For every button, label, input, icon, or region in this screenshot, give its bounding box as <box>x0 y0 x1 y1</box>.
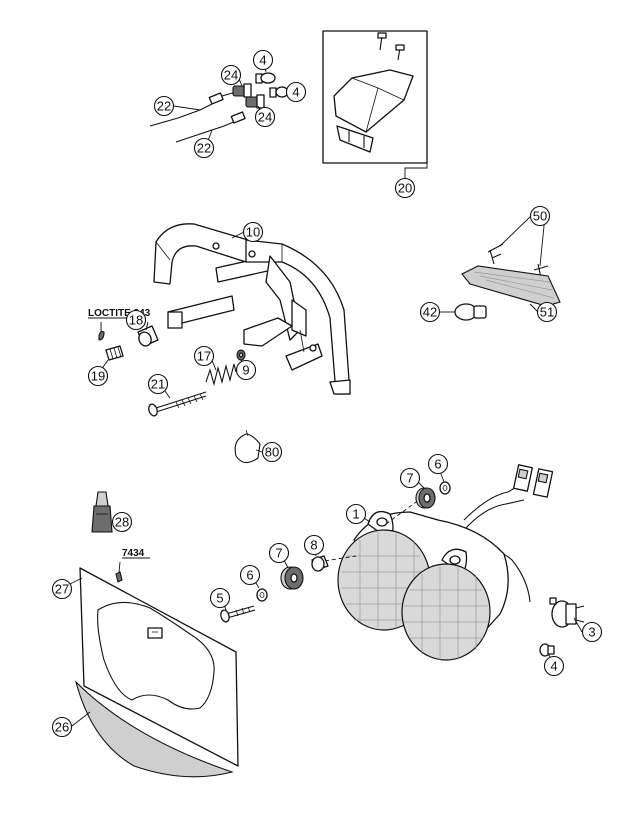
sub-frame-10 <box>153 223 351 395</box>
svg-text:17: 17 <box>197 349 211 364</box>
svg-text:50: 50 <box>533 209 547 224</box>
callout-c42: 42 <box>419 301 441 323</box>
callout-c9: 9 <box>235 359 257 381</box>
callout-c6b: 6 <box>239 564 261 586</box>
mount-hardware <box>98 325 261 464</box>
callout-c4c: 4 <box>543 655 565 677</box>
svg-text:7: 7 <box>406 471 413 486</box>
svg-text:26: 26 <box>55 720 69 735</box>
svg-text:10: 10 <box>246 225 260 240</box>
callout-c51: 51 <box>536 301 558 323</box>
bulb-4-lower <box>269 86 289 98</box>
plate-insert-26 <box>74 680 234 778</box>
socket-24-lower <box>245 94 265 109</box>
callout-c1: 1 <box>345 503 367 525</box>
callout-c4a: 4 <box>252 49 274 71</box>
callout-c17: 17 <box>193 345 215 367</box>
svg-text:24: 24 <box>258 110 272 125</box>
svg-text:22: 22 <box>157 99 171 114</box>
callout-c21: 21 <box>147 373 169 395</box>
callout-c4b: 4 <box>285 81 307 103</box>
bulb-socket-cable-group <box>149 72 289 143</box>
loctite-note: LOCTITE 243 <box>88 308 151 319</box>
svg-text:3: 3 <box>588 625 595 640</box>
grommet-set-upper <box>415 481 451 509</box>
svg-text:6: 6 <box>246 568 253 583</box>
svg-text:6: 6 <box>434 457 441 472</box>
callout-c3: 3 <box>581 621 603 643</box>
headlight-assembly-1 <box>317 464 554 661</box>
callout-c6a: 6 <box>427 453 449 475</box>
number-plate-27 <box>79 567 239 767</box>
callout-c22b: 22 <box>193 137 215 159</box>
part-code-note: 7434 <box>122 548 145 559</box>
svg-text:18: 18 <box>129 313 143 328</box>
svg-text:51: 51 <box>540 305 554 320</box>
svg-text:4: 4 <box>259 53 266 68</box>
svg-text:9: 9 <box>242 363 249 378</box>
loctite-bottle-28 <box>91 491 113 533</box>
svg-text:24: 24 <box>224 68 238 83</box>
small-bulb-4-lower <box>539 643 555 657</box>
socket-24-upper <box>232 83 252 98</box>
svg-text:28: 28 <box>115 515 129 530</box>
callout-c19: 19 <box>87 365 109 387</box>
callout-c24a: 24 <box>220 64 242 86</box>
svg-text:27: 27 <box>55 582 69 597</box>
svg-text:5: 5 <box>216 591 223 606</box>
svg-text:8: 8 <box>310 538 317 553</box>
callout-c24b: 24 <box>254 106 276 128</box>
callout-c50: 50 <box>529 205 551 227</box>
callout-c28: 28 <box>111 511 133 533</box>
callout-c22a: 22 <box>153 95 175 117</box>
tail-cover-kit-20 <box>322 30 428 164</box>
tail-light-group <box>454 243 561 321</box>
svg-text:4: 4 <box>292 85 299 100</box>
callout-c7a: 7 <box>399 467 421 489</box>
callout-c10: 10 <box>242 221 264 243</box>
svg-text:80: 80 <box>265 445 279 460</box>
callout-c20: 20 <box>394 177 416 199</box>
svg-text:42: 42 <box>423 305 437 320</box>
callout-c5: 5 <box>209 587 231 609</box>
svg-text:4: 4 <box>550 659 557 674</box>
svg-text:1: 1 <box>352 507 359 522</box>
svg-text:20: 20 <box>398 181 412 196</box>
svg-text:19: 19 <box>91 369 105 384</box>
svg-text:22: 22 <box>197 141 211 156</box>
callout-c26: 26 <box>51 716 73 738</box>
headlight-bulb-3 <box>549 597 585 628</box>
callout-c7b: 7 <box>268 542 290 564</box>
headlight-lens-right <box>401 563 491 661</box>
callout-c8: 8 <box>303 534 325 556</box>
bulb-4-upper <box>255 72 276 84</box>
lower-fasteners <box>220 555 329 623</box>
callout-c27: 27 <box>51 578 73 600</box>
callout-c80: 80 <box>261 441 283 463</box>
callout-c18: 18 <box>125 309 147 331</box>
connector-pair <box>513 464 554 498</box>
svg-text:7: 7 <box>275 546 282 561</box>
svg-text:21: 21 <box>151 377 165 392</box>
